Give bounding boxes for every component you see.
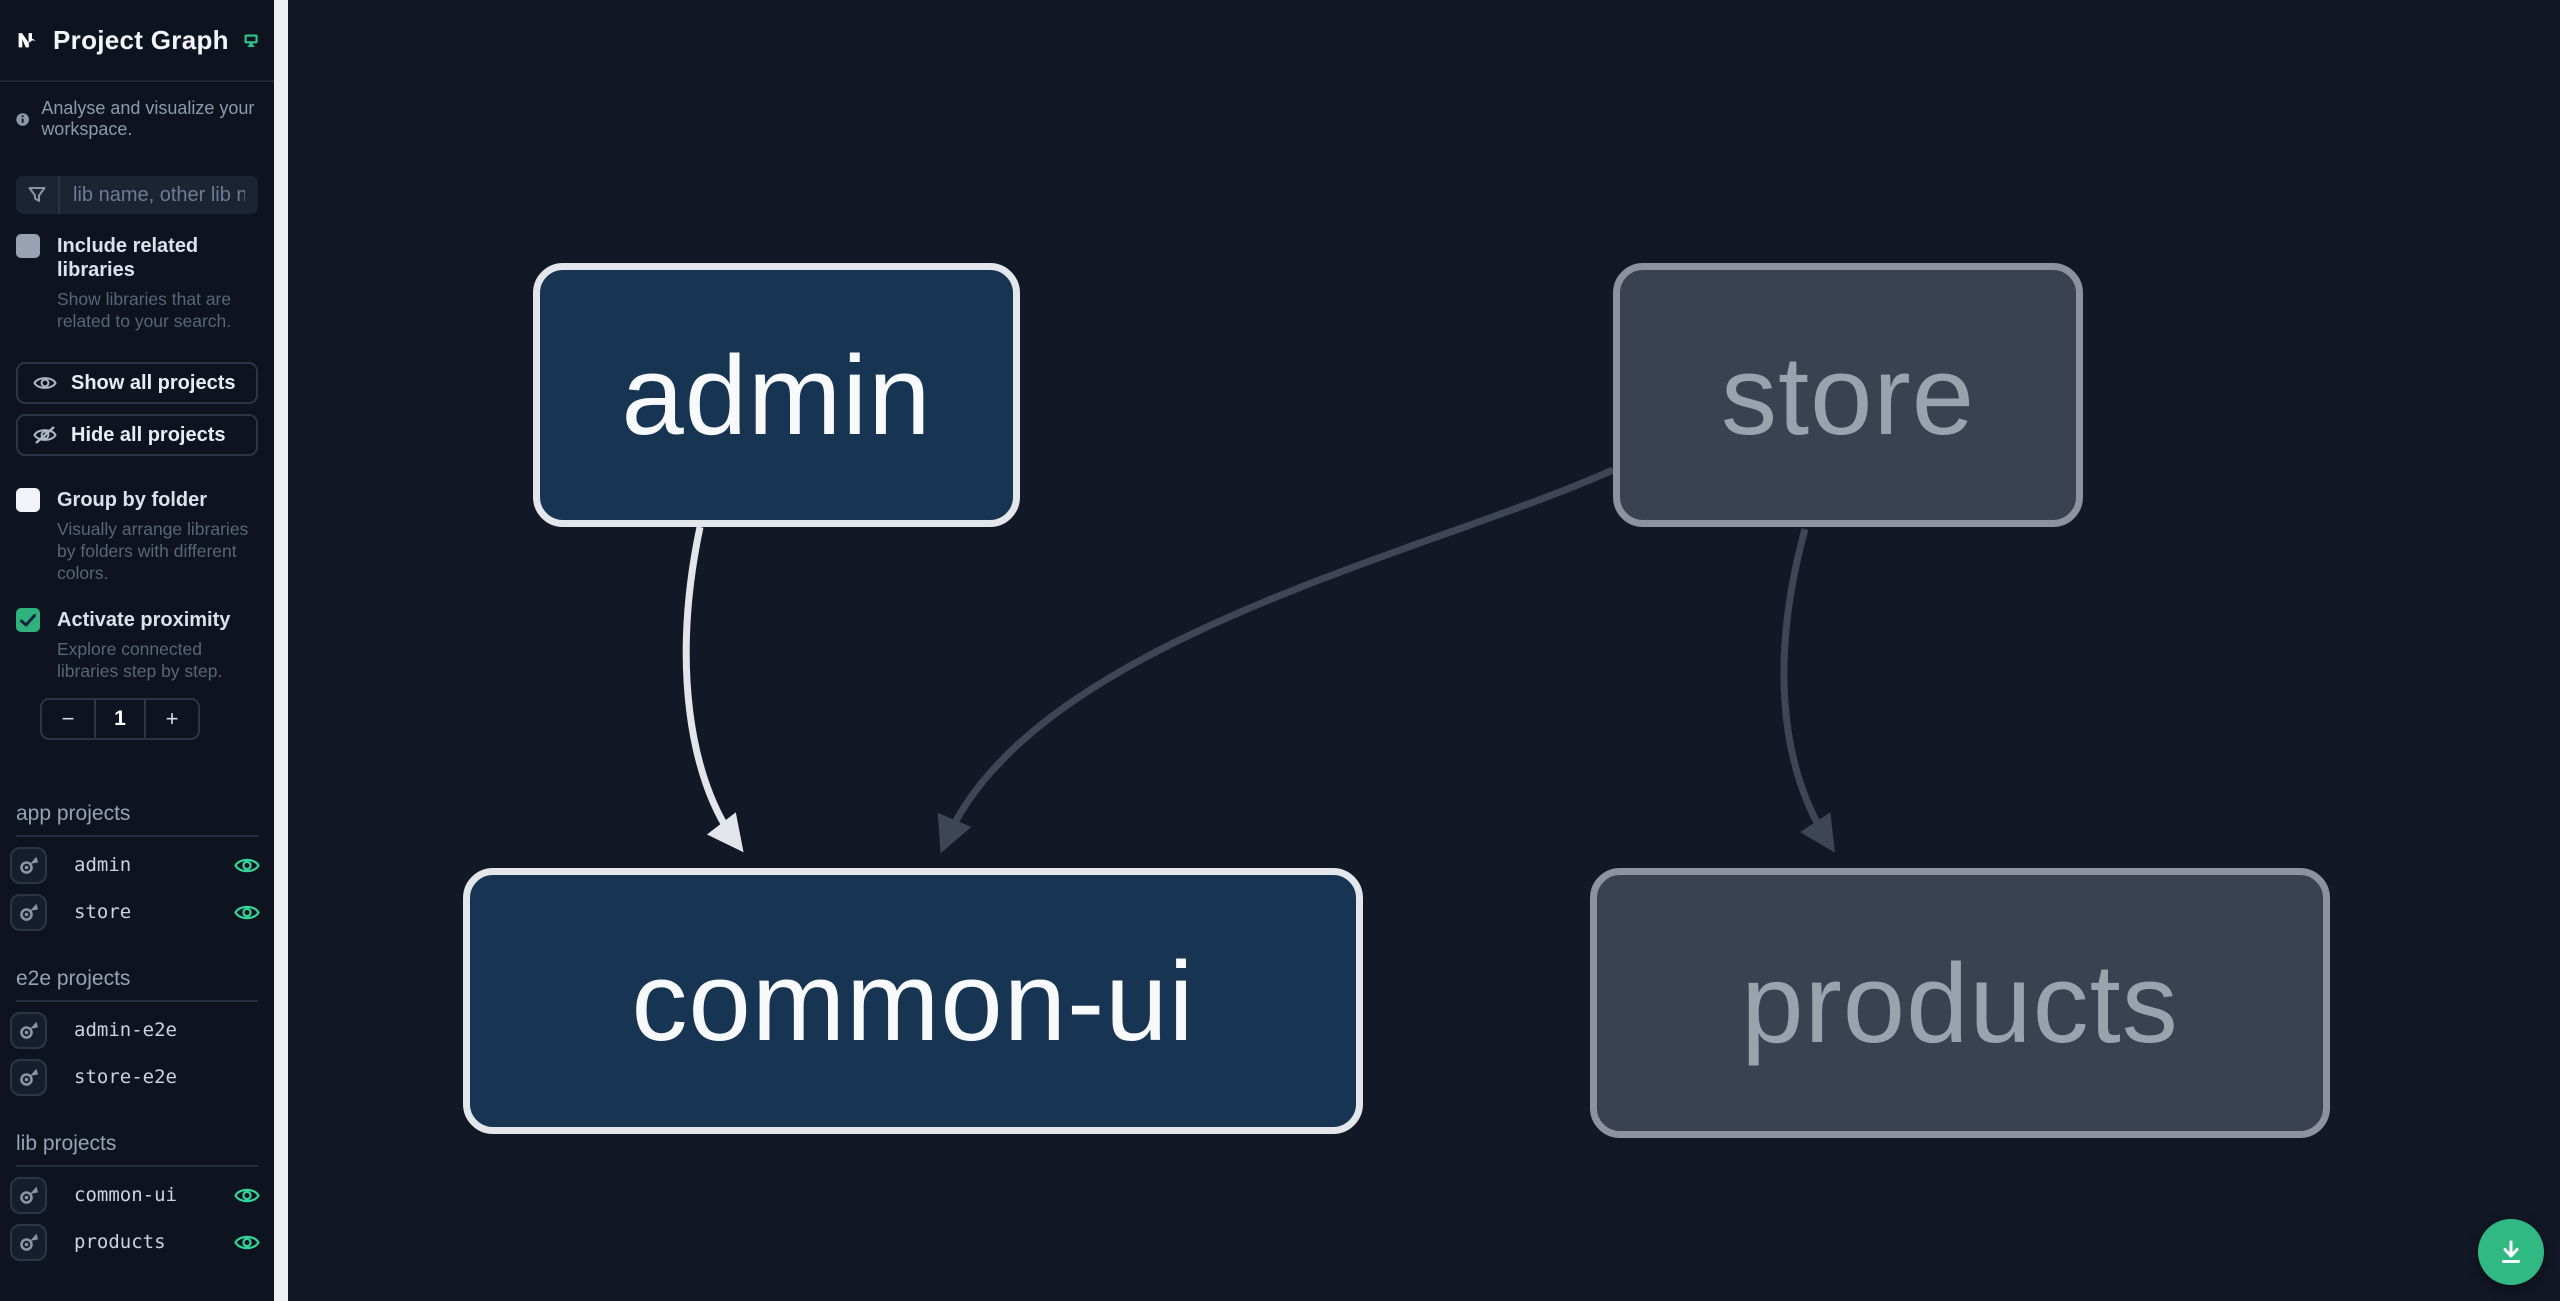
toggle-visibility-button[interactable]	[234, 856, 260, 875]
graph-node-store[interactable]: store	[1613, 263, 2083, 527]
activate-proximity-label: Activate proximity	[57, 609, 231, 632]
project-name[interactable]: products	[74, 1231, 166, 1254]
funnel-icon	[16, 176, 60, 214]
nx-logo	[18, 33, 36, 48]
info-icon	[16, 112, 29, 126]
proximity-stepper: − 1 +	[40, 698, 200, 741]
download-graph-button[interactable]	[2478, 1219, 2544, 1285]
toggle-visibility-button[interactable]	[234, 1186, 260, 1205]
project-row-products: products	[10, 1223, 260, 1261]
toggle-visibility-button[interactable]	[234, 903, 260, 922]
toggle-visibility-button[interactable]	[234, 1233, 260, 1252]
focus-project-icon	[20, 1233, 38, 1251]
project-row-admin-e2e: admin-e2e	[10, 1011, 260, 1049]
graph-node-products[interactable]: products	[1590, 868, 2330, 1138]
sidebar: Project Graph Analyse and visualize your…	[0, 0, 274, 1301]
project-row-admin: admin	[10, 846, 260, 884]
activate-proximity-row: Activate proximity Explore connected lib…	[16, 608, 258, 682]
project-name[interactable]: common-ui	[74, 1184, 177, 1207]
focus-project-icon	[20, 903, 38, 921]
activate-proximity-description: Explore connected libraries step by step…	[57, 639, 223, 682]
node-label: admin	[621, 332, 932, 458]
include-related-row: Include related libraries Show libraries…	[16, 234, 258, 332]
filter-box	[16, 176, 258, 214]
group-by-folder-row: Group by folder Visually arrange librari…	[16, 488, 258, 584]
include-related-checkbox[interactable]	[16, 234, 40, 258]
eye-visible-icon	[234, 905, 260, 920]
focus-project-button[interactable]	[10, 846, 47, 884]
focus-project-icon	[20, 1021, 38, 1039]
project-row-common-ui: common-ui	[10, 1176, 260, 1214]
sidebar-header: Project Graph	[0, 0, 274, 82]
include-related-description: Show libraries that are related to your …	[57, 289, 232, 332]
hide-all-label: Hide all projects	[71, 423, 226, 446]
focus-project-button[interactable]	[10, 893, 47, 931]
focus-project-button[interactable]	[10, 1011, 47, 1049]
graph-node-common-ui[interactable]: common-ui	[463, 868, 1363, 1134]
show-all-projects-button[interactable]: Show all projects	[16, 362, 258, 405]
sidebar-scrollbar[interactable]	[274, 0, 288, 1301]
project-name[interactable]: admin	[74, 854, 132, 877]
section-heading-lib-projects: lib projects	[16, 1132, 258, 1168]
checkmark-icon	[20, 613, 36, 627]
filter-input[interactable]	[60, 183, 258, 207]
eye-icon	[33, 377, 57, 389]
edge-admin-to-common-ui	[682, 526, 744, 853]
proximity-decrement-button[interactable]: −	[61, 706, 75, 732]
node-label: store	[1721, 332, 1975, 458]
include-related-label: Include related libraries	[57, 235, 199, 281]
node-label: products	[1741, 940, 2179, 1066]
project-name[interactable]: store-e2e	[74, 1066, 177, 1089]
tagline-text: Analyse and visualize your workspace.	[41, 98, 255, 139]
proximity-value: 1	[94, 700, 146, 739]
workspace-tagline: Analyse and visualize your workspace.	[16, 98, 258, 140]
edge-store-to-products	[1780, 528, 1835, 853]
project-row-store: store	[10, 893, 260, 931]
graph-node-admin[interactable]: admin	[533, 263, 1020, 527]
eye-visible-icon	[234, 1235, 260, 1250]
section-heading-app-projects: app projects	[16, 802, 258, 838]
show-all-label: Show all projects	[71, 371, 236, 394]
download-icon	[2502, 1240, 2520, 1263]
project-name[interactable]: admin-e2e	[74, 1019, 177, 1042]
focus-project-button[interactable]	[10, 1176, 47, 1214]
group-by-folder-checkbox[interactable]	[16, 488, 40, 513]
group-by-folder-description: Visually arrange libraries by folders wi…	[57, 519, 249, 584]
group-by-folder-label: Group by folder	[57, 489, 207, 512]
activate-proximity-checkbox[interactable]	[16, 608, 40, 633]
project-name[interactable]: store	[74, 901, 132, 924]
eye-visible-icon	[234, 858, 260, 873]
focus-project-button[interactable]	[10, 1223, 47, 1261]
section-heading-e2e-projects: e2e projects	[16, 967, 258, 1003]
focus-project-icon	[20, 1068, 38, 1086]
project-graph-canvas[interactable]: admin store common-ui products	[288, 0, 2560, 1301]
focus-project-icon	[20, 1186, 38, 1204]
eye-visible-icon	[234, 1188, 260, 1203]
monitor-icon[interactable]	[244, 28, 258, 53]
edge-store-to-common-ui	[937, 466, 1615, 854]
proximity-increment-button[interactable]: +	[165, 706, 179, 732]
node-label: common-ui	[631, 938, 1195, 1064]
project-row-store-e2e: store-e2e	[10, 1058, 260, 1096]
focus-project-button[interactable]	[10, 1058, 47, 1096]
focus-project-icon	[20, 856, 38, 874]
eye-slash-icon	[33, 426, 57, 444]
hide-all-projects-button[interactable]: Hide all projects	[16, 414, 258, 457]
page-title: Project Graph	[53, 24, 229, 55]
